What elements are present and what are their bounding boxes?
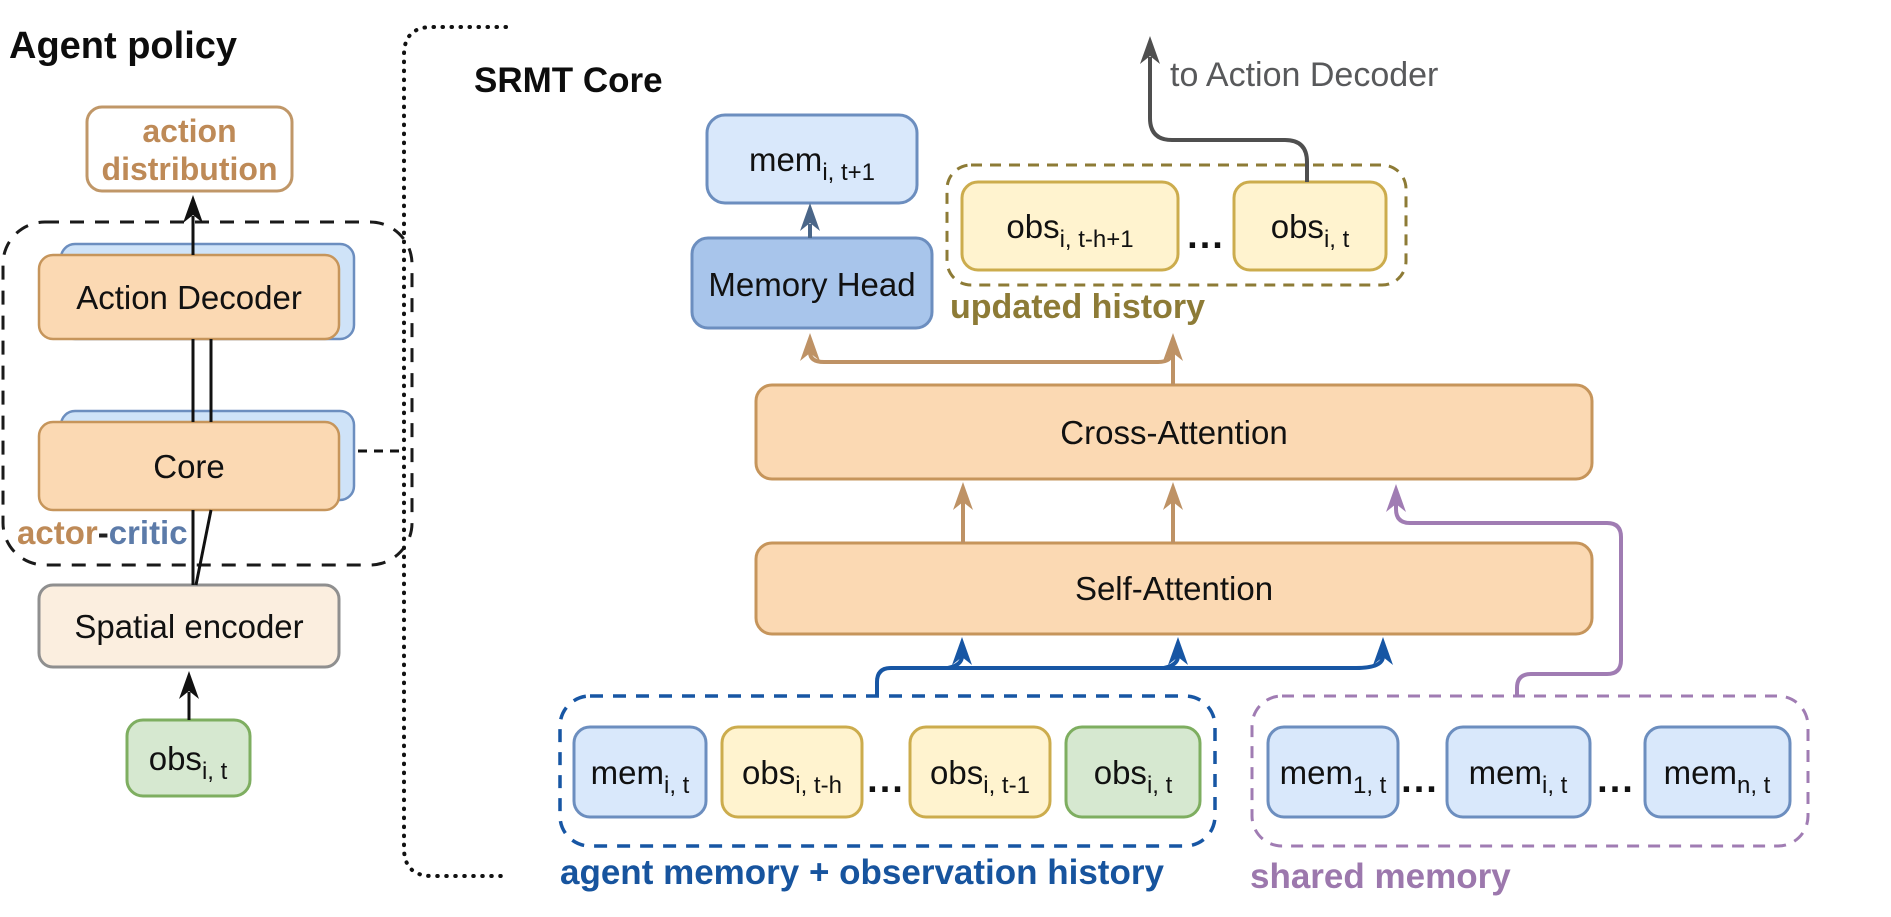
agent-mem-label: memi, t <box>591 754 690 799</box>
agent-history-ellipsis: ... <box>867 759 905 801</box>
agent-obs-oldest-base: obs <box>742 754 795 791</box>
actor-critic-dashed-container <box>1 220 414 567</box>
shared-mem-i-label: memi, t <box>1469 754 1568 799</box>
agent-history-to-self-arrows <box>875 655 1385 696</box>
obs-input-sub: i, t <box>202 758 228 785</box>
arrowhead-cross-to-history <box>1163 333 1183 361</box>
arrowhead-sharedmem-to-cross <box>1386 484 1406 512</box>
zoom-bracket-dotted <box>402 25 508 878</box>
shared-memory-ellipsis-2: ... <box>1597 759 1635 801</box>
self-attention-label: Self-Attention <box>1075 570 1273 607</box>
actor-critic-caption: actor-critic <box>17 514 188 551</box>
shared-memory-dashed-container <box>1250 694 1810 848</box>
shared-memory-caption: shared memory <box>1250 857 1511 896</box>
agent-obs-prev-label: obsi, t-1 <box>930 754 1030 799</box>
arrowhead-memoryhead-to-mem <box>800 203 820 231</box>
cross-attention-label: Cross-Attention <box>1060 414 1287 451</box>
updated-obs-first-box <box>960 180 1180 272</box>
shared-mem-first-base: mem <box>1280 754 1353 791</box>
shared-mem-n-box <box>1643 725 1792 819</box>
blue-branch-2 <box>1163 655 1180 670</box>
updated-history-dashed-container <box>945 163 1408 287</box>
action-distribution-label-line2: distribution <box>102 151 278 187</box>
action-distribution-box <box>85 105 294 193</box>
shared-mem-n-sub: n, t <box>1737 772 1771 799</box>
agent-mem-base: mem <box>591 754 664 791</box>
line-encoder-to-core-2 <box>194 509 213 586</box>
agent-policy-title: Agent policy <box>9 25 237 67</box>
agent-obs-current-base: obs <box>1094 754 1147 791</box>
core-box <box>37 420 341 512</box>
arrowhead-history-to-self-3 <box>1373 637 1393 665</box>
agent-obs-prev-sub: i, t-1 <box>983 772 1030 799</box>
spatial-encoder-box <box>37 583 341 669</box>
action-decoder-label: Action Decoder <box>76 279 302 316</box>
arrowhead-history-to-self-1 <box>952 637 972 665</box>
arrowhead-history-to-self-2 <box>1168 637 1188 665</box>
core-label: Core <box>153 448 225 485</box>
agent-mem-sub: i, t <box>664 772 690 799</box>
hyphen-caption: - <box>98 514 109 551</box>
shared-mem-n-base: mem <box>1664 754 1737 791</box>
agent-obs-current-sub: i, t <box>1147 772 1173 799</box>
arrowhead-to-action-distribution <box>183 195 203 223</box>
agent-obs-current-label: obsi, t <box>1094 754 1173 799</box>
memory-head-label: Memory Head <box>708 266 915 303</box>
shared-mem-i-box <box>1445 725 1592 819</box>
updated-obs-last-label: obsi, t <box>1271 208 1350 253</box>
agent-obs-oldest-label: obsi, t-h <box>742 754 842 799</box>
action-decoder-box <box>37 253 341 341</box>
arrowhead-to-spatial-encoder <box>179 671 199 699</box>
action-distribution-label-line1: action <box>142 113 236 149</box>
updated-obs-first-sub: i, t-h+1 <box>1060 226 1134 253</box>
mem-next-label: memi, t+1 <box>749 141 875 186</box>
blue-trunk-line <box>875 655 1385 696</box>
updated-obs-first-base: obs <box>1006 208 1059 245</box>
updated-history-caption: updated history <box>950 288 1205 326</box>
arrowhead-self-to-cross-2 <box>1163 482 1183 510</box>
mem-next-base: mem <box>749 141 822 178</box>
agent-history-caption: agent memory + observation history <box>560 853 1164 892</box>
self-to-cross-arrows <box>961 502 1175 543</box>
agent-obs-prev-box <box>908 725 1052 819</box>
srmt-core-title: SRMT Core <box>474 61 663 100</box>
arrowhead-self-to-cross-1 <box>953 482 973 510</box>
cross-output-arrows <box>808 350 1175 385</box>
shared-mem-first-box <box>1266 725 1400 819</box>
blue-branch-1 <box>947 655 964 670</box>
shared-mem-n-label: memn, t <box>1664 754 1771 799</box>
arrow-cross-to-memoryhead-line <box>808 350 1174 364</box>
shared-mem-first-sub: 1, t <box>1353 772 1387 799</box>
updated-obs-last-base: obs <box>1271 208 1324 245</box>
spatial-encoder-label: Spatial encoder <box>74 608 303 645</box>
agent-obs-oldest-box <box>720 725 864 819</box>
agent-mem-box <box>572 725 708 819</box>
to-action-decoder-label: to Action Decoder <box>1170 56 1438 94</box>
arrow-sharedmem-to-cross-line <box>1394 504 1623 696</box>
arrowhead-to-action-decoder <box>1140 36 1160 64</box>
left-connectors <box>187 216 213 720</box>
updated-obs-last-box <box>1232 180 1388 272</box>
updated-obs-last-sub: i, t <box>1324 226 1350 253</box>
shared-mem-first-label: mem1, t <box>1280 754 1387 799</box>
obs-input-base: obs <box>149 740 202 777</box>
actor-caption: actor <box>17 514 98 551</box>
arrowhead-cross-to-memoryhead <box>800 333 820 361</box>
mem-next-sub: i, t+1 <box>822 159 875 186</box>
arrow-to-action-decoder-line <box>1148 57 1309 182</box>
critic-caption: critic <box>109 514 188 551</box>
shared-memory-ellipsis-1: ... <box>1401 759 1439 801</box>
obs-input-label: obsi, t <box>149 740 228 785</box>
shared-mem-i-sub: i, t <box>1542 772 1568 799</box>
shared-mem-i-base: mem <box>1469 754 1542 791</box>
agent-obs-current-box <box>1064 725 1202 819</box>
agent-obs-oldest-sub: i, t-h <box>795 772 842 799</box>
updated-obs-first-label: obsi, t-h+1 <box>1006 208 1133 253</box>
mem-next-box <box>705 113 919 205</box>
agent-obs-prev-base: obs <box>930 754 983 791</box>
updated-history-ellipsis: ... <box>1187 215 1225 257</box>
